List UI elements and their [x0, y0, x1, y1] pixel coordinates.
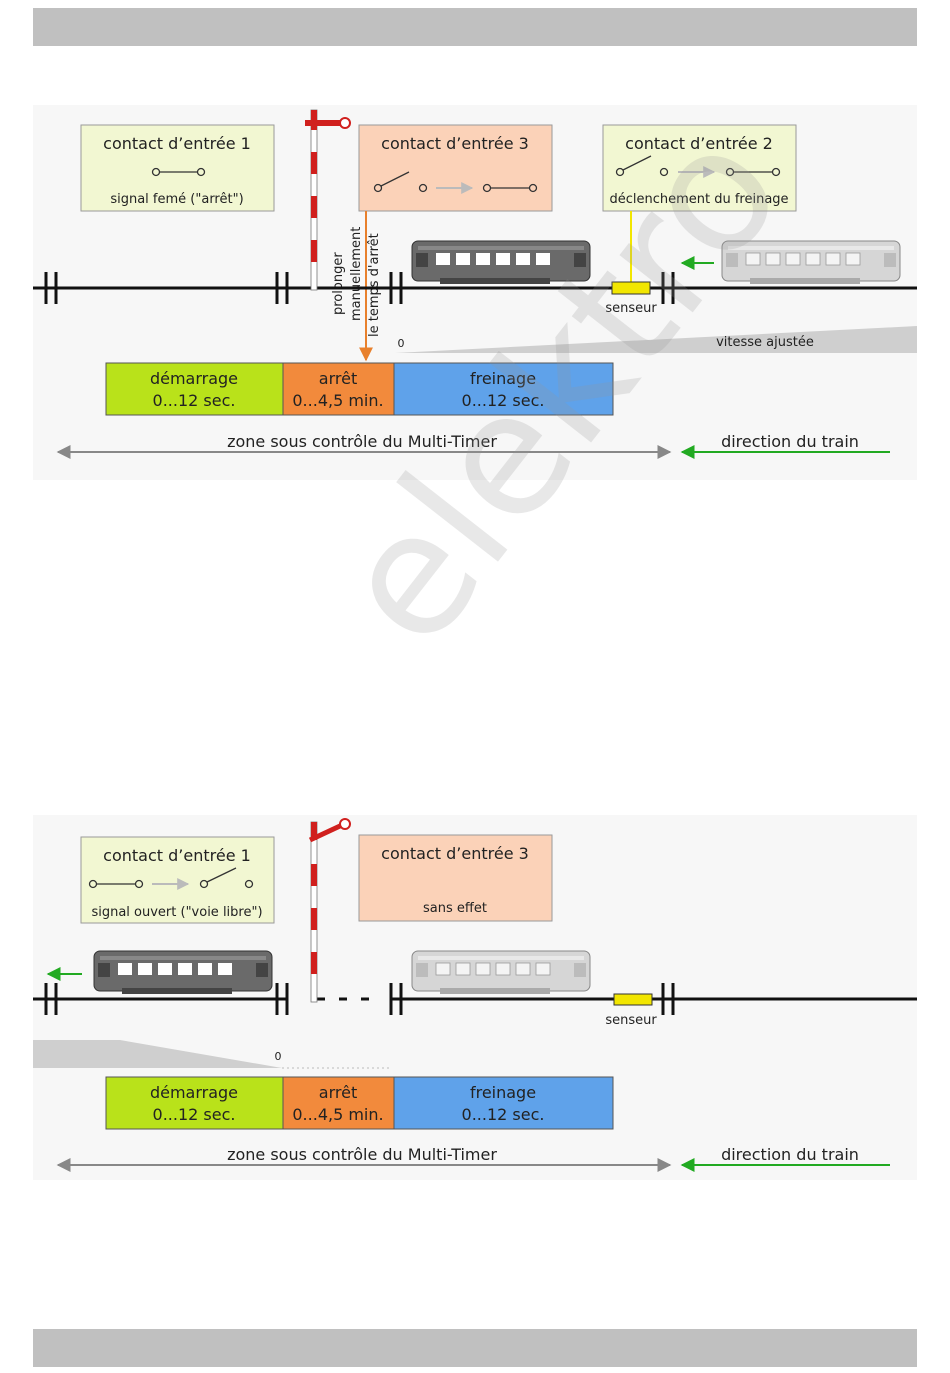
timeline-bar: démarrage 0...12 sec. arrêt 0...4,5 min.… — [105, 1076, 614, 1130]
sensor — [611, 281, 651, 295]
phase-braking-range: 0...12 sec. — [462, 391, 545, 410]
speed-ramp — [395, 326, 917, 353]
contact-3-title: contact d’entrée 3 — [381, 134, 529, 153]
note-line-2: manuellement — [349, 227, 364, 321]
contact-1-title: contact d’entrée 1 — [103, 846, 251, 865]
phase-braking-name: freinage — [470, 1083, 536, 1102]
sensor — [613, 993, 653, 1006]
phase-start-name: démarrage — [150, 369, 238, 388]
switch-open-to-closed-icon — [373, 171, 538, 194]
contact-1-title: contact d’entrée 1 — [103, 134, 251, 153]
semaphore-signal-icon — [308, 818, 351, 1003]
contact-1-subtitle: signal femé ("arrêt") — [110, 192, 243, 207]
speed-label: vitesse ajustée — [716, 335, 814, 350]
phase-stop-name: arrêt — [319, 1083, 357, 1102]
sensor-label: senseur — [605, 301, 657, 316]
top-diagram: contact d’entrée 1 signal femé ("arrêt")… — [33, 105, 917, 480]
switch-closed-to-open-icon — [88, 867, 254, 890]
phase-braking — [393, 1076, 614, 1130]
zone-label: zone sous contrôle du Multi-Timer — [227, 432, 497, 451]
footer-bar — [33, 1329, 917, 1367]
vertical-note: prolonger manuellement le temps d'arrêt — [331, 227, 382, 337]
header-bar — [33, 8, 917, 46]
track — [33, 983, 917, 1015]
contact-box-3: contact d’entrée 3 — [358, 124, 553, 212]
switch-open-to-closed-icon — [615, 155, 781, 178]
contact-3-subtitle: sans effet — [423, 901, 487, 916]
phase-start — [105, 1076, 284, 1130]
phase-start-range: 0...12 sec. — [153, 391, 236, 410]
direction-label: direction du train — [721, 432, 859, 451]
zone-label: zone sous contrôle du Multi-Timer — [227, 1145, 497, 1164]
contact-box-1: contact d’entrée 1 signal ouvert ("voie … — [80, 836, 275, 924]
contact-3-title: contact d’entrée 3 — [381, 844, 529, 863]
track — [33, 272, 917, 304]
phase-braking-range: 0...12 sec. — [462, 1105, 545, 1124]
phase-braking-name: freinage — [470, 369, 536, 388]
timeline-bar: démarrage 0...12 sec. arrêt 0...4,5 min.… — [105, 362, 614, 416]
speed-zero-label: 0 — [398, 337, 405, 350]
sensor-label: senseur — [605, 1013, 657, 1028]
phase-stop — [282, 362, 395, 416]
speed-ramp — [33, 1040, 282, 1068]
phase-stop-range: 0...4,5 min. — [292, 391, 383, 410]
phase-start-name: démarrage — [150, 1083, 238, 1102]
phase-stop-name: arrêt — [319, 369, 357, 388]
train-arriving-icon — [721, 240, 901, 284]
contact-1-subtitle: signal ouvert ("voie libre") — [91, 905, 262, 920]
contact-box-2: contact d’entrée 2 déclenchement du frei… — [602, 124, 797, 212]
speed-zero-label: 0 — [275, 1050, 282, 1063]
note-line-1: prolonger — [331, 252, 346, 315]
direction-label: direction du train — [721, 1145, 859, 1164]
note-line-3: le temps d'arrêt — [367, 233, 382, 337]
contact-box-3: contact d’entrée 3 sans effet — [358, 834, 553, 922]
contact-box-1: contact d’entrée 1 signal femé ("arrêt") — [80, 124, 275, 212]
contact-2-subtitle: déclenchement du freinage — [609, 192, 788, 207]
contact-2-title: contact d’entrée 2 — [625, 134, 773, 153]
phase-start — [105, 362, 284, 416]
semaphore-signal-icon — [305, 109, 351, 291]
phase-stop — [282, 1076, 395, 1130]
phase-start-range: 0...12 sec. — [153, 1105, 236, 1124]
bottom-diagram: contact d’entrée 1 signal ouvert ("voie … — [33, 815, 917, 1180]
train-previous-position-icon — [411, 950, 591, 994]
switch-closed-icon — [151, 167, 206, 177]
train-departing-icon — [93, 950, 273, 994]
phase-stop-range: 0...4,5 min. — [292, 1105, 383, 1124]
phase-braking — [393, 362, 614, 416]
train-stopped-icon — [411, 240, 591, 284]
